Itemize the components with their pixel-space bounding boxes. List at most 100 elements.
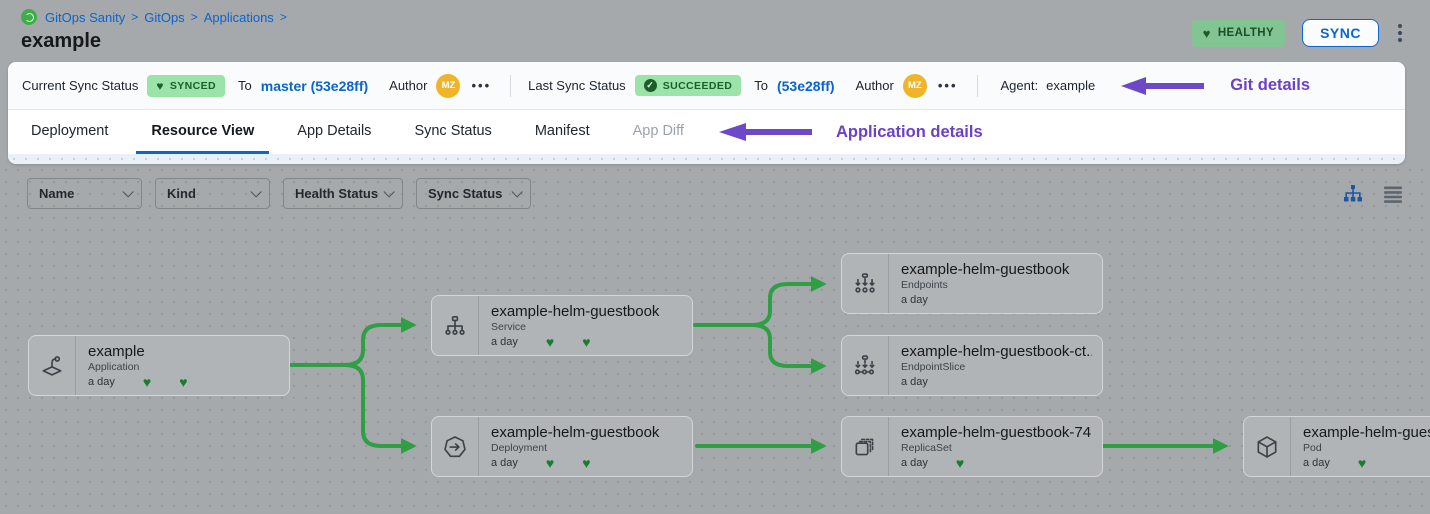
tab-sync-status[interactable]: Sync Status [414, 122, 492, 139]
author-label: Author [389, 78, 428, 93]
service-icon [432, 296, 478, 355]
chevron-down-icon [122, 185, 134, 198]
node-age: a day [901, 457, 928, 469]
node-title: example [88, 343, 145, 360]
breadcrumb-separator: > [131, 10, 139, 24]
left-arrow-icon [1121, 76, 1205, 95]
node-age: a day [88, 376, 115, 388]
node-kind: Application [88, 361, 140, 373]
application-details-annotation: Application details [716, 110, 983, 154]
node-kind: Deployment [491, 442, 548, 454]
app-header-card: Current Sync Status ♥ SYNCED To master (… [8, 62, 1405, 164]
kebab-menu-icon[interactable] [1396, 20, 1404, 46]
sync-status-bar: Current Sync Status ♥ SYNCED To master (… [8, 62, 1405, 110]
node-age: a day [491, 457, 518, 469]
left-arrow-icon [718, 123, 812, 141]
application-icon [29, 336, 75, 395]
name-filter-dropdown[interactable]: Name [27, 178, 142, 209]
node-kind: Service [491, 321, 527, 333]
current-commit-link[interactable]: master (53e28ff) [260, 77, 369, 94]
page-header: GitOps Sanity > GitOps > Applications > … [0, 0, 1430, 62]
tab-manifest[interactable]: Manifest [534, 122, 590, 139]
tab-deployment[interactable]: Deployment [31, 122, 109, 139]
breadcrumb-link-applications[interactable]: Applications [203, 9, 274, 25]
health-heart-icon: ♥ [545, 455, 555, 471]
breadcrumb: GitOps Sanity > GitOps > Applications > [21, 9, 1430, 25]
heart-icon: ♥ [1202, 25, 1211, 41]
health-heart-icon: ♥ [142, 374, 152, 390]
tab-app-diff[interactable]: App Diff [632, 122, 684, 139]
endpoints-icon [842, 254, 888, 313]
list-view-icon[interactable] [1383, 184, 1403, 204]
page-title: example [21, 30, 102, 52]
node-deployment[interactable]: example-helm-guestbook Deployment a day ♥… [431, 416, 693, 477]
to-label: To [238, 78, 252, 93]
node-endpoints[interactable]: example-helm-guestbook Endpoints a day [841, 253, 1103, 314]
node-age: a day [901, 294, 928, 306]
pod-icon [1244, 417, 1290, 476]
node-title: example-helm-guest [1303, 424, 1430, 441]
deployment-icon [432, 417, 478, 476]
tab-app-details[interactable]: App Details [297, 122, 372, 139]
node-application-example[interactable]: example Application a day ♥ ♥ [28, 335, 290, 396]
check-circle-icon: ✓ [643, 79, 657, 92]
more-options-icon[interactable]: ••• [471, 78, 492, 93]
more-options-icon[interactable]: ••• [937, 78, 958, 93]
node-kind: EndpointSlice [901, 361, 966, 373]
git-details-annotation: Git details [1118, 74, 1310, 98]
chevron-down-icon [250, 185, 262, 198]
health-badge-label: HEALTHY [1217, 27, 1275, 39]
replicaset-icon [842, 417, 888, 476]
node-service[interactable]: example-helm-guestbook Service a day♥♥ [431, 295, 693, 356]
sync-status-filter-dropdown[interactable]: Sync Status [416, 178, 531, 209]
last-commit-link[interactable]: (53e28ff) [776, 77, 835, 94]
health-status-filter-dropdown[interactable]: Health Status [283, 178, 403, 209]
card-bottom-band [8, 154, 1405, 164]
breadcrumb-link-gitops-sanity[interactable]: GitOps Sanity [45, 9, 126, 25]
filter-bar: Name Kind Health Status Sync Status [27, 178, 531, 209]
author-avatar: MZ [436, 73, 461, 98]
chevron-down-icon [383, 185, 395, 198]
git-details-label: Git details [1230, 76, 1311, 94]
health-heart-icon: ♥ [582, 455, 591, 471]
chevron-down-icon [511, 185, 523, 198]
kind-filter-dropdown[interactable]: Kind [155, 178, 270, 209]
agent-value: example [1046, 78, 1096, 93]
health-heart-icon: ♥ [179, 374, 188, 390]
node-kind: Endpoints [901, 279, 948, 291]
tree-view-icon[interactable] [1343, 184, 1363, 204]
heart-icon: ♥ [156, 78, 164, 93]
node-kind: ReplicaSet [901, 442, 952, 454]
author-label: Author [855, 78, 894, 93]
author-avatar: MZ [902, 73, 927, 98]
node-age: a day [1303, 457, 1330, 469]
health-heart-icon: ♥ [582, 334, 591, 350]
health-heart-icon: ♥ [1357, 455, 1367, 471]
sync-button[interactable]: SYNC [1302, 19, 1379, 47]
synced-badge-label: SYNCED [169, 79, 217, 92]
node-title: example-helm-guestbook-74... [901, 424, 1092, 441]
sync-status-filter-label: Sync Status [428, 186, 503, 201]
synced-badge: ♥ SYNCED [147, 74, 226, 97]
node-endpointslice[interactable]: example-helm-guestbook-ct... EndpointSli… [841, 335, 1103, 396]
node-pod[interactable]: example-helm-guest Pod a day ♥ [1243, 416, 1430, 477]
tab-resource-view[interactable]: Resource View [136, 110, 270, 154]
to-label: To [754, 78, 768, 93]
health-heart-icon: ♥ [545, 334, 555, 350]
kind-filter-label: Kind [167, 186, 196, 201]
divider [510, 74, 512, 97]
agent-label: Agent: [1000, 78, 1039, 93]
node-replicaset[interactable]: example-helm-guestbook-74... ReplicaSet … [841, 416, 1103, 477]
succeeded-badge: ✓ SUCCEEDED [634, 75, 742, 96]
node-kind: Pod [1303, 442, 1322, 454]
node-title: example-helm-guestbook [491, 424, 660, 441]
node-age: a day [491, 336, 518, 348]
node-title: example-helm-guestbook [901, 261, 1070, 278]
breadcrumb-link-gitops[interactable]: GitOps [144, 9, 185, 25]
app-tabs: Deployment Resource View App Details Syn… [8, 110, 1405, 154]
node-title: example-helm-guestbook-ct... [901, 343, 1092, 360]
name-filter-label: Name [39, 186, 75, 201]
application-details-label: Application details [835, 122, 983, 141]
breadcrumb-separator: > [279, 10, 287, 24]
health-status-badge: ♥ HEALTHY [1191, 19, 1286, 47]
